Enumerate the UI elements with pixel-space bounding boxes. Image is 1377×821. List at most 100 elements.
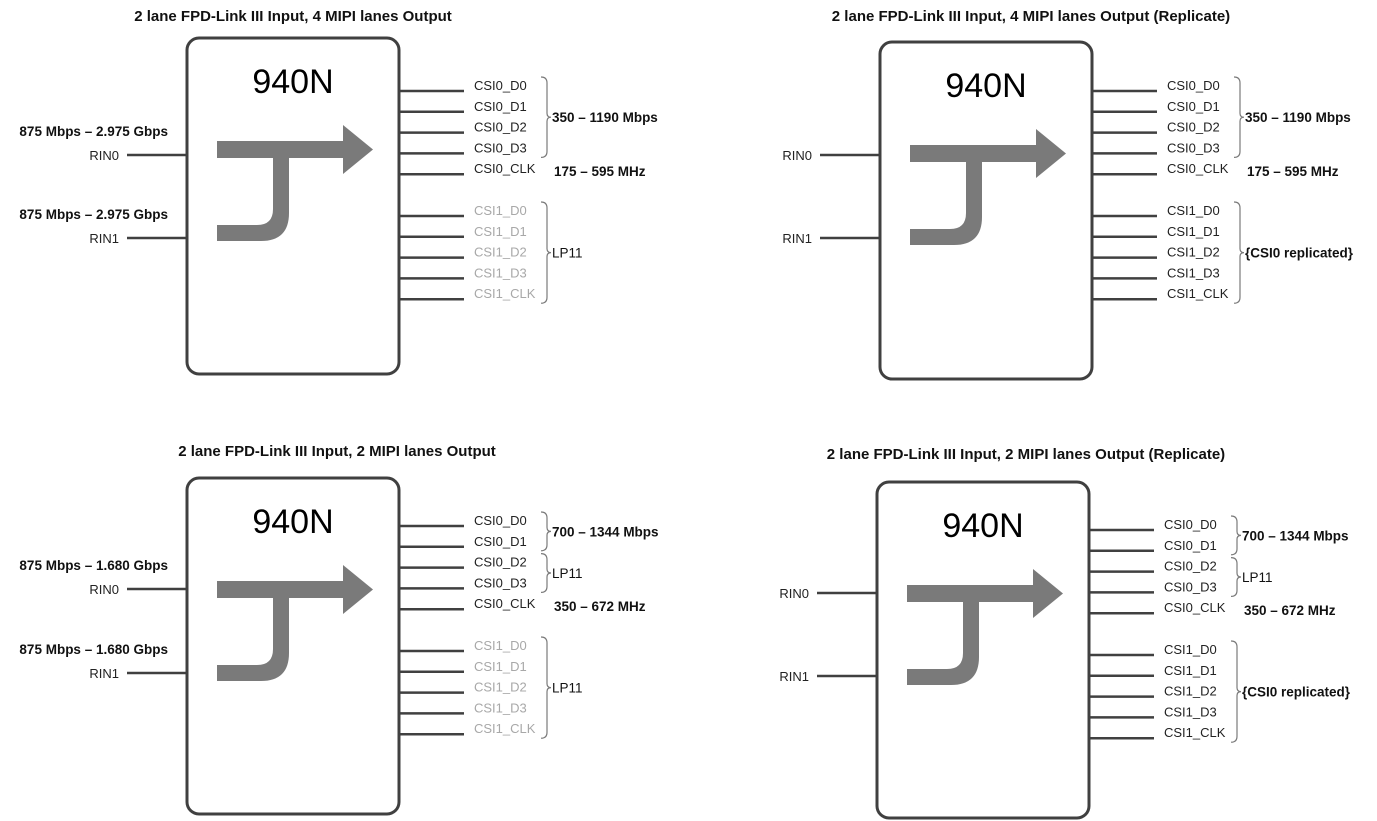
csi0-d3-label: CSI0_D3 xyxy=(1164,579,1217,594)
csi1-group-label-1: LP11 xyxy=(552,246,583,261)
rin0-label: RIN0 xyxy=(89,148,119,163)
merge-arrow-icon xyxy=(217,565,373,681)
csi1-d2-label: CSI1_D2 xyxy=(474,245,527,260)
csi0-brace-1 xyxy=(1230,515,1242,556)
rin1-label: RIN1 xyxy=(89,666,119,681)
chip-name: 940N xyxy=(252,503,333,541)
csi0-brace-1 xyxy=(1233,76,1245,158)
csi1-d0-label: CSI1_D0 xyxy=(1167,203,1220,218)
csi1-clk-label: CSI1_CLK xyxy=(1164,725,1226,740)
rin1-label: RIN1 xyxy=(779,669,809,684)
panel-title: 2 lane FPD-Link III Input, 2 MIPI lanes … xyxy=(827,446,1225,463)
rin1-label: RIN1 xyxy=(89,231,119,246)
csi0-clk-frequency-label: 350 – 672 MHz xyxy=(1244,603,1336,618)
diagram-panel-2: 2 lane FPD-Link III Input, 4 MIPI lanes … xyxy=(782,8,1354,381)
merge-arrow-icon xyxy=(910,129,1066,245)
csi0-clk-frequency-label: 175 – 595 MHz xyxy=(1247,164,1339,179)
arrow-head xyxy=(1033,569,1063,618)
csi1-d3-label: CSI1_D3 xyxy=(1164,704,1217,719)
csi1-brace-1 xyxy=(1230,640,1242,743)
chip-box xyxy=(185,476,401,816)
csi0-d1-label: CSI0_D1 xyxy=(1164,538,1217,553)
csi0-d1-label: CSI0_D1 xyxy=(474,534,527,549)
arrow-shaft xyxy=(910,145,1040,162)
arrow-head xyxy=(343,125,373,174)
csi0-clk-frequency-label: 175 – 595 MHz xyxy=(554,164,646,179)
merge-arrow-icon xyxy=(907,569,1063,685)
rin0-rate-label: 875 Mbps – 1.680 Gbps xyxy=(19,558,168,573)
diagram-panel-4: 2 lane FPD-Link III Input, 2 MIPI lanes … xyxy=(779,446,1351,820)
arrow-head xyxy=(1036,129,1066,178)
csi1-d2-label: CSI1_D2 xyxy=(1167,245,1220,260)
panel-title: 2 lane FPD-Link III Input, 4 MIPI lanes … xyxy=(832,8,1230,25)
csi0-d0-label: CSI0_D0 xyxy=(474,513,527,528)
csi1-d2-label: CSI1_D2 xyxy=(474,680,527,695)
chip-name: 940N xyxy=(252,63,333,101)
csi0-clk-label: CSI0_CLK xyxy=(1167,161,1229,176)
csi0-clk-label: CSI0_CLK xyxy=(1164,600,1226,615)
diagram-panel-1: 2 lane FPD-Link III Input, 4 MIPI lanes … xyxy=(19,8,658,376)
arrow-shaft xyxy=(217,581,347,598)
chip-box xyxy=(878,40,1094,381)
csi1-d3-label: CSI1_D3 xyxy=(474,265,527,280)
csi0-d2-label: CSI0_D2 xyxy=(1167,120,1220,135)
diagram-panel-3: 2 lane FPD-Link III Input, 2 MIPI lanes … xyxy=(19,443,659,816)
csi1-d1-label: CSI1_D1 xyxy=(474,224,527,239)
panel-title: 2 lane FPD-Link III Input, 4 MIPI lanes … xyxy=(134,8,452,25)
csi1-group-label-1: LP11 xyxy=(552,681,583,696)
csi0-clk-label: CSI0_CLK xyxy=(474,596,536,611)
arrow-merge-branch xyxy=(217,158,289,241)
csi0-d3-label: CSI0_D3 xyxy=(474,140,527,155)
arrow-shaft xyxy=(217,141,347,158)
arrow-merge-branch xyxy=(217,598,289,681)
csi1-clk-label: CSI1_CLK xyxy=(474,286,536,301)
csi1-d2-label: CSI1_D2 xyxy=(1164,684,1217,699)
csi1-d0-label: CSI1_D0 xyxy=(474,203,527,218)
csi0-clk-label: CSI0_CLK xyxy=(474,161,536,176)
csi0-d1-label: CSI0_D1 xyxy=(1167,99,1220,114)
arrow-merge-branch xyxy=(907,602,979,685)
csi0-d2-label: CSI0_D2 xyxy=(1164,559,1217,574)
csi0-brace-1 xyxy=(540,511,552,552)
csi1-brace-1 xyxy=(1233,201,1245,304)
arrow-shaft xyxy=(907,585,1037,602)
csi0-brace-1 xyxy=(540,76,552,158)
csi0-d3-label: CSI0_D3 xyxy=(474,575,527,590)
rin0-rate-label: 875 Mbps – 2.975 Gbps xyxy=(19,124,168,139)
csi0-d0-label: CSI0_D0 xyxy=(1167,78,1220,93)
csi1-d0-label: CSI1_D0 xyxy=(1164,642,1217,657)
csi1-brace-1 xyxy=(540,636,552,739)
arrow-head xyxy=(343,565,373,614)
csi1-d0-label: CSI1_D0 xyxy=(474,638,527,653)
csi1-d3-label: CSI1_D3 xyxy=(474,700,527,715)
csi0-brace-2 xyxy=(540,553,552,593)
csi0-d0-label: CSI0_D0 xyxy=(474,78,527,93)
csi0-group-label-1: 350 – 1190 Mbps xyxy=(1245,110,1351,125)
csi1-d1-label: CSI1_D1 xyxy=(1164,663,1217,678)
csi0-d2-label: CSI0_D2 xyxy=(474,555,527,570)
chip-name: 940N xyxy=(945,67,1026,105)
csi1-d1-label: CSI1_D1 xyxy=(474,659,527,674)
panel-title: 2 lane FPD-Link III Input, 2 MIPI lanes … xyxy=(178,443,496,460)
rin0-label: RIN0 xyxy=(779,586,809,601)
csi0-group-label-1: 350 – 1190 Mbps xyxy=(552,110,658,125)
csi0-group-label-1: 700 – 1344 Mbps xyxy=(552,524,659,539)
rin0-label: RIN0 xyxy=(782,148,812,163)
chip-box xyxy=(185,36,401,376)
arrow-merge-branch xyxy=(910,162,982,245)
csi1-clk-label: CSI1_CLK xyxy=(474,721,536,736)
csi1-group-label-1: {CSI0 replicated} xyxy=(1245,246,1354,261)
chip-name: 940N xyxy=(942,507,1023,545)
csi1-d3-label: CSI1_D3 xyxy=(1167,265,1220,280)
csi0-d0-label: CSI0_D0 xyxy=(1164,517,1217,532)
rin1-rate-label: 875 Mbps – 1.680 Gbps xyxy=(19,642,168,657)
csi1-d1-label: CSI1_D1 xyxy=(1167,224,1220,239)
merge-arrow-icon xyxy=(217,125,373,241)
csi0-group-label-2: LP11 xyxy=(552,566,583,581)
rin1-rate-label: 875 Mbps – 2.975 Gbps xyxy=(19,207,168,222)
csi1-group-label-1: {CSI0 replicated} xyxy=(1242,685,1351,700)
csi0-d1-label: CSI0_D1 xyxy=(474,99,527,114)
chip-box xyxy=(875,480,1091,820)
csi0-group-label-1: 700 – 1344 Mbps xyxy=(1242,528,1349,543)
